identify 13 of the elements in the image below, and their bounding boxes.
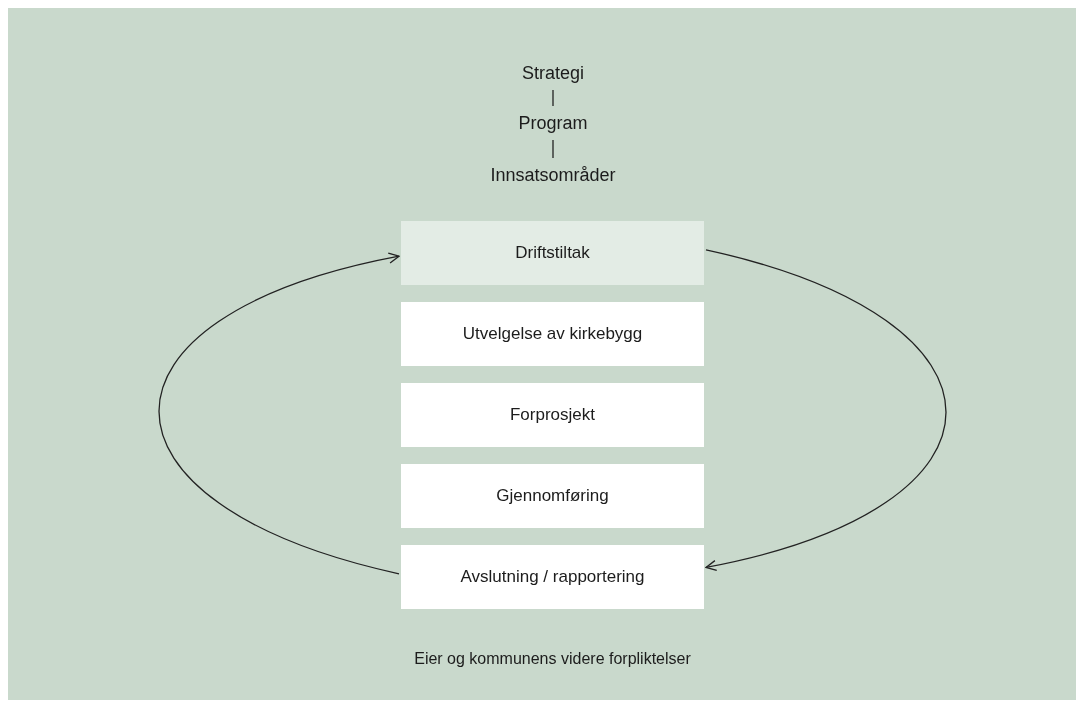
curved-arrow — [705, 249, 947, 571]
process-box: Gjennomføring — [401, 464, 704, 528]
process-box: Driftstiltak — [401, 221, 704, 285]
process-box: Avslutning / rapportering — [401, 545, 704, 609]
connector-line — [552, 139, 554, 159]
level-label: Innsatsområder — [460, 162, 646, 188]
connector-line — [552, 89, 554, 107]
process-box: Utvelgelse av kirkebygg — [401, 302, 704, 366]
footer-note: Eier og kommunens videre forpliktelser — [413, 650, 692, 668]
level-label: Program — [490, 110, 616, 136]
process-box: Forprosjekt — [401, 383, 704, 447]
curved-arrow — [158, 253, 400, 575]
level-label: Strategi — [490, 60, 616, 86]
